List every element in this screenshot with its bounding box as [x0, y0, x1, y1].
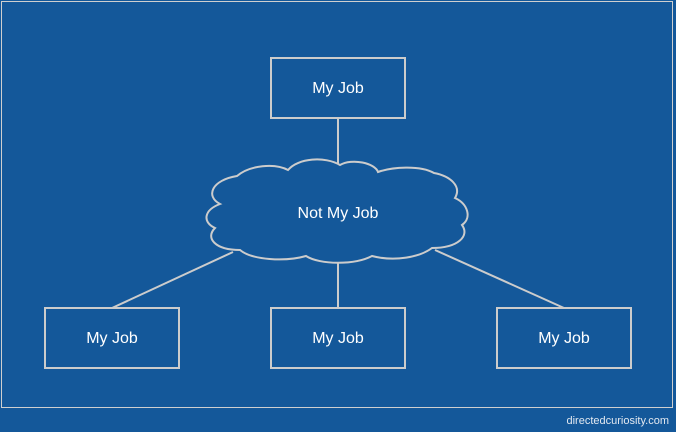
bottom-node-right-label: My Job — [538, 330, 590, 347]
footer-credit: directedcuriosity.com — [566, 415, 670, 427]
diagram-frame — [1, 1, 673, 408]
center-cloud-node: Not My Job — [205, 158, 469, 264]
connector-center-to-left — [111, 251, 234, 309]
top-node-label: My Job — [312, 80, 364, 97]
cloud-shape — [205, 158, 469, 264]
bottom-node-left: My Job — [44, 307, 180, 369]
bottom-node-middle: My Job — [270, 307, 406, 369]
top-node: My Job — [270, 57, 406, 119]
connector-center-to-right — [434, 249, 565, 309]
bottom-node-middle-label: My Job — [312, 330, 364, 347]
bottom-node-left-label: My Job — [86, 330, 138, 347]
center-node-label: Not My Job — [298, 205, 379, 222]
bottom-node-right: My Job — [496, 307, 632, 369]
